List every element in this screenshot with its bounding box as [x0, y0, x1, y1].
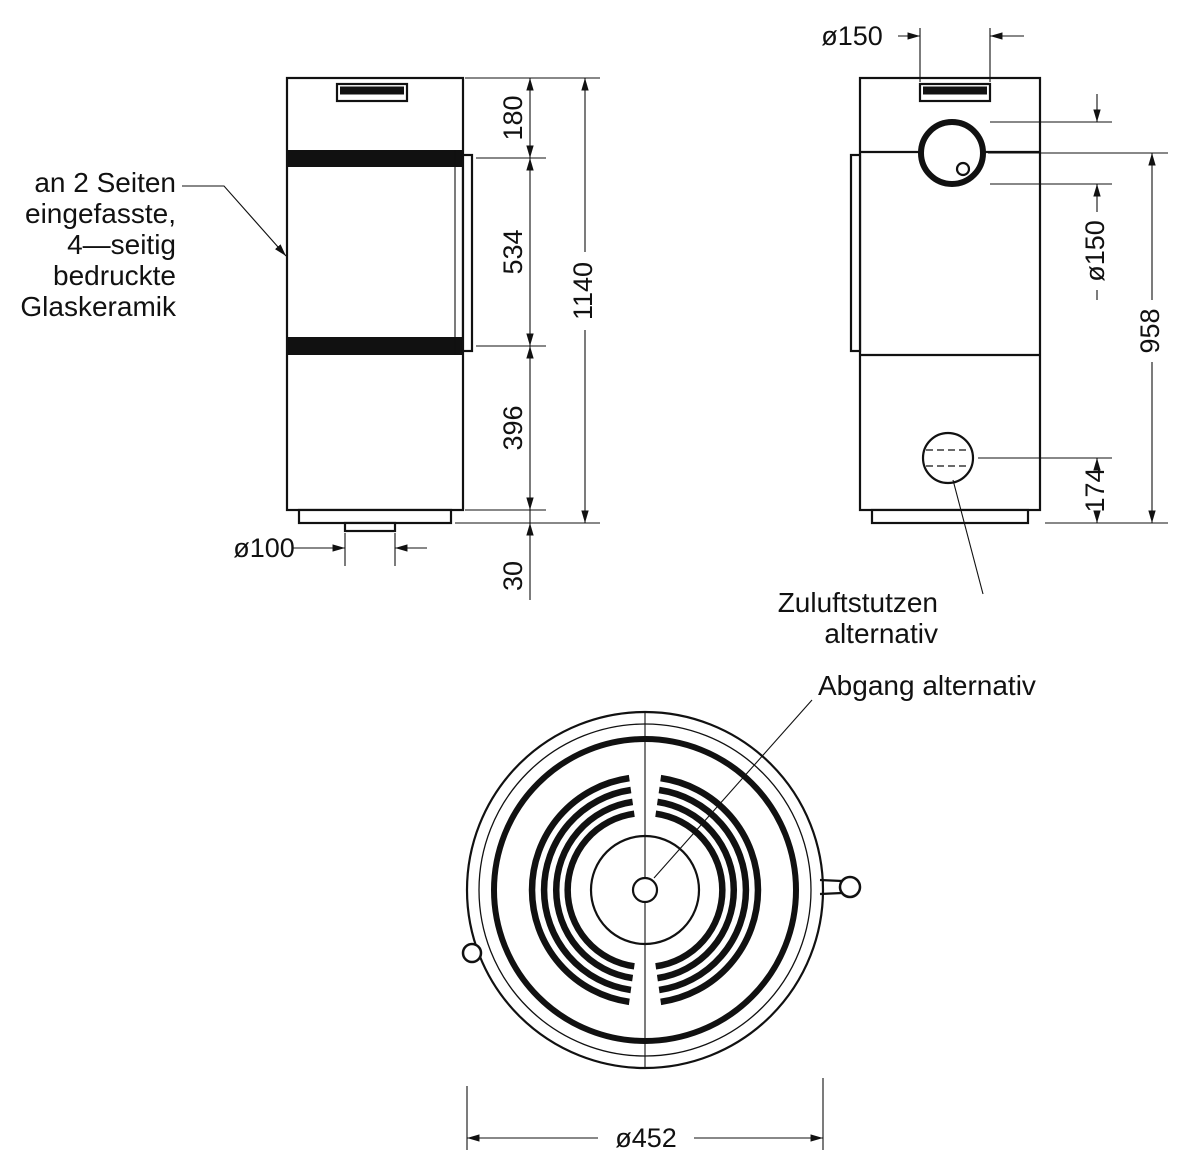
- glass-label-line-5: Glaskeramik: [20, 291, 177, 322]
- front-flue-collar-band: [340, 86, 404, 95]
- side-base-plinth: [870, 508, 1030, 525]
- dim-text-180: 180: [498, 95, 528, 140]
- top-handle-link-line: [819, 878, 843, 883]
- glass-label-line-3: 4—seitig: [67, 229, 176, 260]
- rear-flue-outlet-circle: [918, 119, 986, 187]
- dim-text-1140: 1140: [568, 262, 598, 320]
- dim-text-d150-top: ø150: [821, 21, 883, 51]
- front-door-handle-bar: [461, 153, 474, 353]
- top-view: Abgang alternativ: [461, 670, 1036, 1070]
- glass-label-line-4: bedruckte: [53, 260, 176, 291]
- glass-label-line-1: an 2 Seiten: [34, 167, 176, 198]
- top-heat-ring-arc: [656, 798, 737, 982]
- outlet-label: Abgang alternativ: [818, 670, 1036, 701]
- top-center-outlet-circle: [631, 876, 659, 904]
- top-heat-ring-arc: [528, 774, 630, 1006]
- top-handle-link-line: [819, 891, 843, 896]
- top-inner-circle: [589, 834, 701, 946]
- side-door-handle-bar: [849, 153, 862, 353]
- top-heat-ring-arc: [553, 798, 634, 982]
- top-middle-circle: [478, 723, 812, 1057]
- front-body-outline: [285, 76, 465, 512]
- top-left-knob: [461, 942, 483, 964]
- dim-text-534: 534: [498, 229, 528, 274]
- top-heat-ring-arc: [660, 774, 762, 1006]
- air-inlet-label-line-2: alternativ: [824, 618, 938, 649]
- top-heat-ring-arc: [658, 786, 750, 994]
- dim-text-174: 174: [1080, 467, 1110, 512]
- air-inlet-leader-line: [952, 479, 984, 595]
- top-dimensions: ø452: [466, 1078, 824, 1153]
- air-inlet-label-line-1: Zuluftstutzen: [778, 587, 938, 618]
- front-glass-bottom-frame: [287, 337, 463, 355]
- front-base-plinth: [297, 508, 453, 525]
- top-door-handle-loop: [838, 875, 862, 899]
- side-flue-collar-band: [923, 86, 987, 95]
- top-heat-ring-arc: [540, 786, 632, 994]
- dim-text-396: 396: [498, 405, 528, 450]
- dim-text-d100: ø100: [233, 533, 295, 563]
- dim-text-d452: ø452: [615, 1123, 677, 1153]
- glass-label-leader-line: [182, 185, 287, 257]
- front-view: an 2 Seiten eingefasste, 4—seitig bedruc…: [20, 76, 474, 533]
- dim-text-d150-side: ø150: [1080, 220, 1110, 282]
- side-view: Zuluftstutzen alternativ: [778, 76, 1042, 649]
- top-heat-ring-arc: [564, 810, 635, 970]
- rear-flue-detail-circle: [955, 161, 971, 177]
- top-thick-ring: [491, 736, 799, 1044]
- outlet-leader-line: [653, 699, 813, 879]
- air-inlet-circle: [921, 431, 975, 485]
- dim-text-30: 30: [498, 561, 528, 591]
- top-heat-ring-arc: [655, 810, 726, 970]
- front-glass-top-frame: [287, 150, 463, 167]
- side-dimensions: ø150 ø150 958 174: [821, 21, 1168, 524]
- dim-text-958: 958: [1135, 308, 1165, 353]
- front-dimensions: 180 534 396 30 1140 ø100: [233, 77, 600, 600]
- glass-label-line-2: eingefasste,: [25, 198, 176, 229]
- front-floor-inlet-stub: [343, 521, 397, 533]
- top-outer-circle: [465, 710, 825, 1070]
